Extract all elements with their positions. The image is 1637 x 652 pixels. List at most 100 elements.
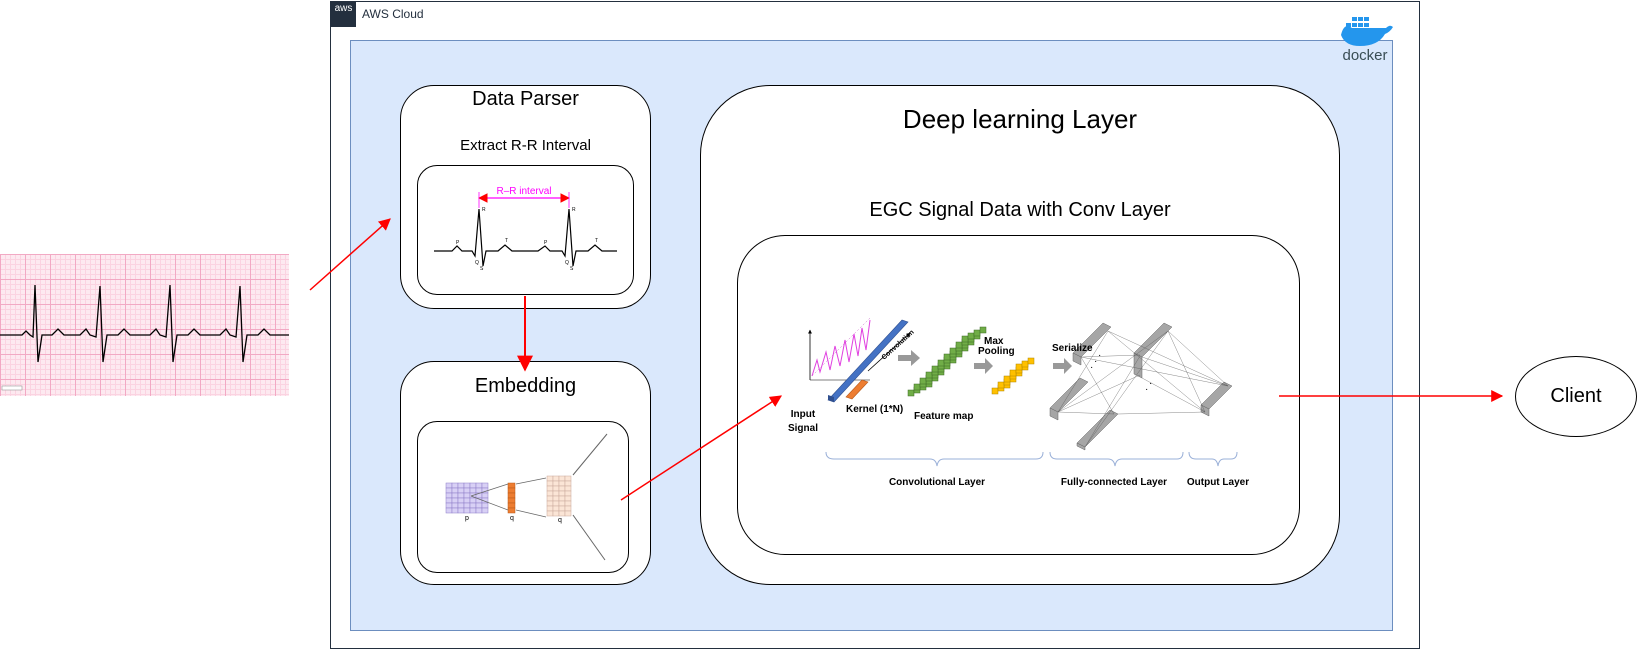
grid-cell [469,507,477,514]
embedding-p-label: p [465,515,469,522]
embedding-figure: p q q [445,433,608,561]
svg-text:·: · [1090,362,1093,373]
grid-cell [552,505,560,512]
wave-r2-label: R [572,207,576,213]
grid-cell [552,510,560,517]
grid-cell [507,507,516,514]
grid-cell [481,507,489,514]
grid-cell [445,507,453,514]
grid-cell [507,497,516,504]
grid-cell [931,365,939,373]
deep-learning-subtitle: EGC Signal Data with Conv Layer [869,199,1171,221]
grid-cell [451,507,459,514]
grid-cell [463,492,471,499]
grid-cell [445,487,453,494]
grid-cell [463,507,471,514]
grid-cell [973,329,981,337]
aws-logo-icon: aws [331,2,356,27]
max-pooling-label-1: Max [984,336,1004,347]
grid-cell [979,326,987,334]
grid-cell [919,377,927,385]
grid-cell [445,492,453,499]
arrow-embedding-to-cnn [620,395,783,501]
grid-cell [475,507,483,514]
grid-cell [552,475,560,482]
grid-cell [937,359,945,367]
grid-cell [463,502,471,509]
grid-cell [558,490,566,497]
embedding-q2-label: q [558,517,562,524]
embedding-q-label: q [510,515,514,522]
wave-t2-label: T [595,238,598,244]
grid-cell [475,502,483,509]
grid-cell [991,387,999,395]
grid-cell [564,480,572,487]
grid-cell [481,482,489,489]
grid-cell [558,505,566,512]
grid-cell [463,497,471,504]
embedding-vector-q [507,482,516,514]
grid-cell [451,482,459,489]
grid-cell [451,502,459,509]
embedding-matrix-p [445,482,489,514]
grid-cell [457,502,465,509]
fully-connected-layer-label: Fully-connected Layer [1061,477,1167,488]
svg-text:·: · [1098,350,1101,361]
grid-cell [475,487,483,494]
feature-map-blocks [907,326,987,397]
grid-cell [997,381,1005,389]
grid-cell [552,490,560,497]
rr-interval-label: R–R interval [496,186,551,197]
grid-cell [469,497,477,504]
grid-cell [552,485,560,492]
grid-cell [943,353,951,361]
rr-interval-figure: R–R interval P Q R S T P Q R S T [434,186,617,272]
grid-cell [469,502,477,509]
grid-cell [445,502,453,509]
grid-cell [558,480,566,487]
grid-cell [546,510,554,517]
aws-cloud-group [330,1,1420,649]
grid-cell [1021,360,1029,368]
grid-cell [564,500,572,507]
convolutional-layer-label: Convolutional Layer [889,477,985,488]
grid-cell [913,383,921,391]
grid-cell [961,335,969,343]
grid-cell [955,341,963,349]
embedding-title: Embedding [474,375,577,397]
cnn-figure: Convolution [788,317,1249,488]
grid-cell [481,502,489,509]
grid-cell [552,480,560,487]
grid-cell [925,371,933,379]
grid-cell [546,480,554,487]
grid-cell [451,497,459,504]
grid-cell [558,510,566,517]
grid-cell [546,485,554,492]
grid-cell [457,507,465,514]
rr-interval-figure-box [417,165,634,295]
grid-cell [507,487,516,494]
grid-cell [552,495,560,502]
grid-cell [552,500,560,507]
grid-cell [457,482,465,489]
grid-cell [564,490,572,497]
grid-cell [445,497,453,504]
wave-p1-label: P [456,240,460,246]
grid-cell [1003,375,1011,383]
grid-cell [1015,363,1023,371]
grid-cell [451,487,459,494]
grid-cell [949,347,957,355]
grid-cell [546,475,554,482]
data-parser-title: Data Parser [472,88,579,110]
grid-cell [463,482,471,489]
grid-cell [558,475,566,482]
grid-cell [507,492,516,499]
wave-q1-label: Q [475,260,479,266]
embedding-matrix-q [546,475,572,517]
client-node [1515,356,1637,437]
docker-logo-text: docker [1342,47,1387,64]
ecg-strip-trace [0,284,289,391]
grid-cell [469,487,477,494]
grid-cell [564,505,572,512]
